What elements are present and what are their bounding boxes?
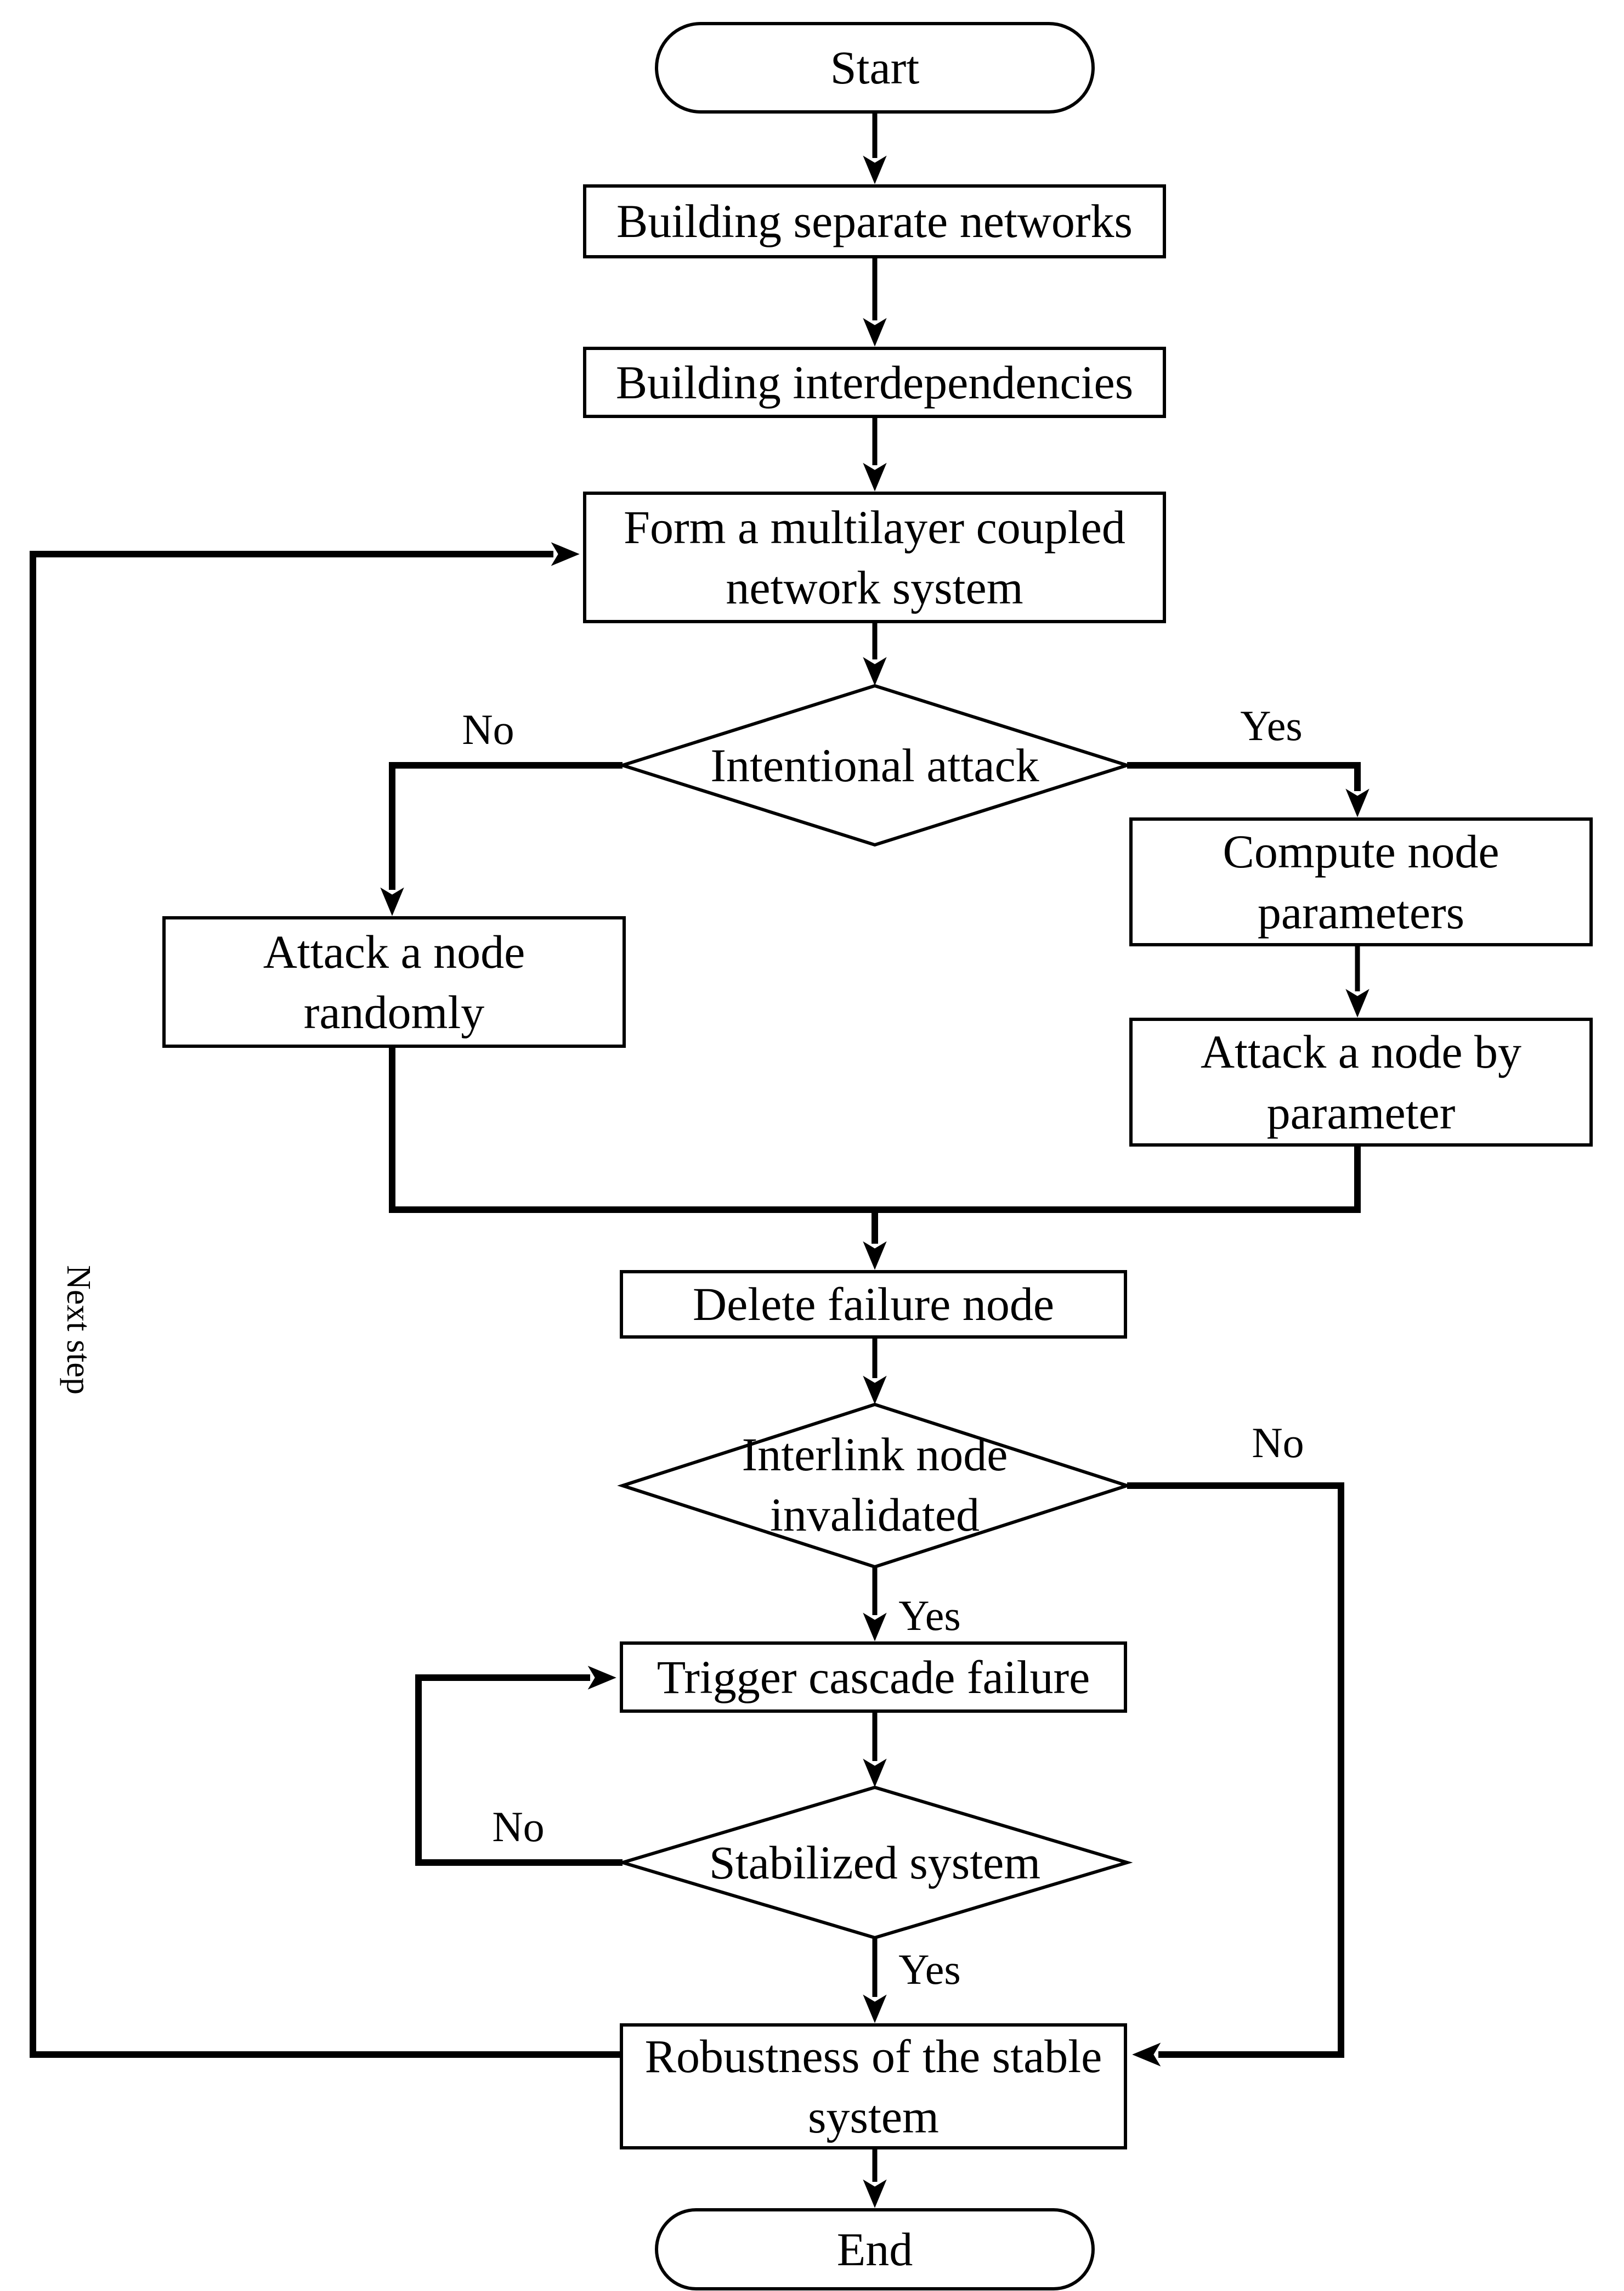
decision-intentional-attack-label: Intentional attack — [710, 738, 1039, 792]
edge-interlink-no — [1127, 1482, 1344, 2067]
edge-intentional-no — [380, 762, 623, 916]
edge-intentional-yes — [1127, 762, 1370, 817]
edge-stabilized-no-loop — [415, 1666, 623, 1866]
decision-interlink-invalidated-shape — [617, 1402, 1133, 1569]
edge-label-next-step: Next step — [60, 1265, 97, 1395]
node-start: Start — [655, 22, 1095, 114]
node-attack-node-by-parameter: Attack a node by parameter — [1129, 1018, 1593, 1147]
node-delete-failure-node: Delete failure node — [620, 1270, 1127, 1339]
node-compute-node-parameters: Compute node parameters — [1129, 817, 1593, 946]
decision-interlink-invalidated-label: Interlink node invalidated — [742, 1427, 1008, 1541]
edge-next-step-loop — [30, 542, 620, 2058]
node-end: End — [655, 2208, 1095, 2290]
edge-label-interlink-yes: Yes — [898, 1592, 961, 1639]
node-trigger-cascade-failure: Trigger cascade failure — [620, 1641, 1127, 1713]
decision-stabilized-system-shape — [616, 1785, 1133, 1940]
decision-intentional-attack-shape — [617, 684, 1133, 847]
node-attack-node-randomly: Attack a node randomly — [162, 916, 626, 1048]
edge-label-interlink-no: No — [1252, 1419, 1304, 1466]
edge-label-intentional-yes: Yes — [1240, 702, 1303, 749]
node-form-multilayer-system: Form a multilayer coupled network system — [583, 492, 1166, 623]
node-robustness-stable-system: Robustness of the stable system — [620, 2023, 1127, 2149]
edge-label-stabilized-no: No — [492, 1803, 545, 1850]
edge-label-intentional-no: No — [462, 706, 514, 753]
node-building-interdependencies: Building interdependencies — [583, 347, 1166, 418]
node-building-separate-networks: Building separate networks — [583, 184, 1166, 258]
edge-label-stabilized-yes: Yes — [898, 1945, 961, 1993]
decision-stabilized-system-label: Stabilized system — [709, 1836, 1041, 1889]
